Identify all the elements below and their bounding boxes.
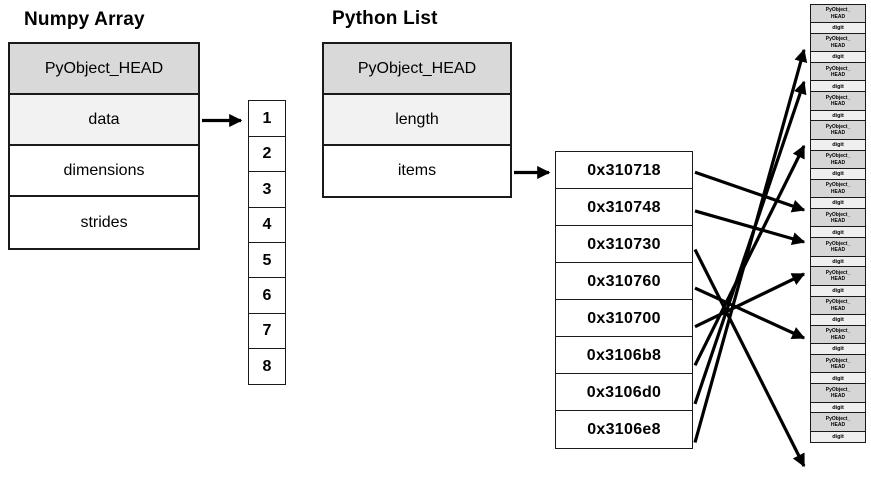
pointer-arrow <box>693 248 806 468</box>
struct-row-data: data <box>10 95 198 146</box>
heap-object-header-line: PyObject_ <box>825 240 851 247</box>
heap-object-header-line: HEAD <box>830 42 846 49</box>
buffer-cell: 1 <box>248 100 286 138</box>
heap-object-header-line: HEAD <box>830 159 846 166</box>
heap-object-header-line: PyObject_ <box>825 182 851 189</box>
heap-object-header-line: PyObject_ <box>825 270 851 277</box>
heap-object-header-line: HEAD <box>830 13 846 20</box>
heap-object-header-line: PyObject_ <box>825 211 851 218</box>
pointer-address-cell: 0x310760 <box>555 262 693 301</box>
heap-object-header-line: PyObject_ <box>825 94 851 101</box>
heap-object-header-line: HEAD <box>830 101 846 108</box>
heap-object-header: PyObject_HEAD <box>810 412 866 433</box>
struct-row-pyobject_head: PyObject_HEAD <box>10 44 198 95</box>
struct-row-length: length <box>324 95 510 146</box>
struct-row-pyobject_head: PyObject_HEAD <box>324 44 510 95</box>
numpy-array-title: Numpy Array <box>24 9 145 30</box>
heap-object-header-line: PyObject_ <box>825 124 851 131</box>
heap-object-header-line: PyObject_ <box>825 36 851 43</box>
buffer-cell: 7 <box>248 312 286 350</box>
heap-object-header-line: HEAD <box>830 305 846 312</box>
heap-object-header-line: PyObject_ <box>825 299 851 306</box>
heap-object-value: digit <box>810 430 866 444</box>
heap-object-header-line: PyObject_ <box>825 65 851 72</box>
heap-object-header-line: HEAD <box>830 334 846 341</box>
pointer-arrow <box>694 286 806 340</box>
heap-object-header-line: HEAD <box>830 393 846 400</box>
struct-row-strides: strides <box>10 197 198 248</box>
heap-object-header-line: HEAD <box>830 188 846 195</box>
python-list-title: Python List <box>332 8 438 29</box>
heap-object-header-line: HEAD <box>830 422 846 429</box>
heap-object-header-line: HEAD <box>830 247 846 254</box>
heap-object-header-line: PyObject_ <box>825 328 851 335</box>
pointer-address-cell: 0x310730 <box>555 225 693 264</box>
heap-object-header-line: HEAD <box>830 130 846 137</box>
heap-object-header-line: HEAD <box>830 71 846 78</box>
buffer-cell: 2 <box>248 135 286 173</box>
heap-object-header-line: PyObject_ <box>825 7 851 14</box>
pointer-address-cell: 0x310700 <box>555 299 693 338</box>
struct-row-dimensions: dimensions <box>10 146 198 197</box>
pointer-arrow <box>694 272 806 329</box>
pointer-arrow <box>693 48 808 443</box>
pointer-arrow <box>693 144 806 367</box>
buffer-cell: 5 <box>248 242 286 280</box>
buffer-cell: 8 <box>248 348 286 386</box>
pointer-address-cell: 0x3106e8 <box>555 410 693 449</box>
heap-object-header-line: PyObject_ <box>825 416 851 423</box>
heap-object-header-line: HEAD <box>830 217 846 224</box>
heap-object-header-line: HEAD <box>830 363 846 370</box>
heap-object-header-line: PyObject_ <box>825 357 851 364</box>
heap-object-header: PyObject_HEAD <box>810 62 866 82</box>
pointer-arrow <box>694 170 806 213</box>
buffer-cell: 3 <box>248 171 286 209</box>
heap-object-header-line: PyObject_ <box>825 153 851 160</box>
heap-object-header-line: HEAD <box>830 276 846 283</box>
pointer-arrow <box>694 209 806 246</box>
struct-row-items: items <box>324 146 510 196</box>
pointer-address-cell: 0x3106b8 <box>555 336 693 375</box>
buffer-cell: 6 <box>248 277 286 315</box>
heap-object-header-line: PyObject_ <box>825 386 851 393</box>
